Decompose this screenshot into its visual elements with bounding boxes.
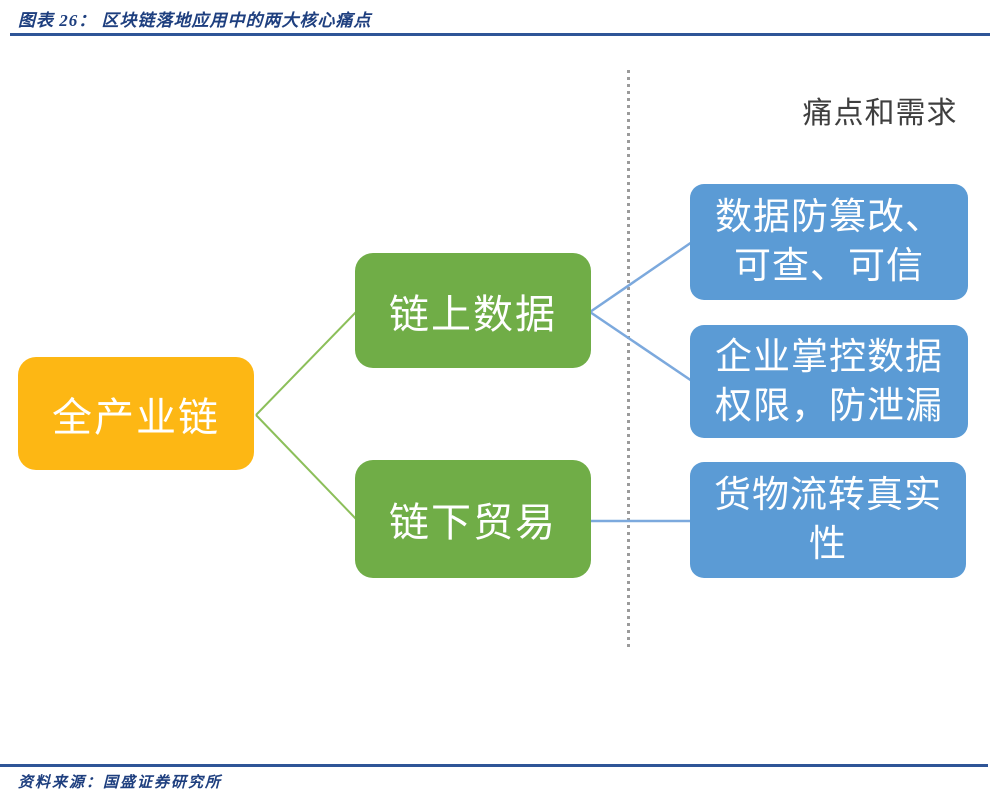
pain3-line1: 货物流转真实 [714, 474, 942, 516]
node-pain-goods-authenticity: 货物流转真实 性 [690, 462, 966, 578]
connector-onchain-to-pain1 [589, 240, 693, 314]
pain3-line2: 性 [809, 523, 847, 564]
node-onchain-data: 链上数据 [355, 253, 591, 368]
node-pain-tamperproof: 数据防篡改、 可查、可信 [690, 184, 968, 300]
pain1-line1: 数据防篡改、 [715, 196, 943, 238]
connector-root-to-offchain [255, 414, 358, 521]
source-note: 资料来源：国盛证券研究所 [18, 775, 223, 791]
node-full-industry-chain: 全产业链 [18, 357, 254, 470]
bottom-divider-rule [0, 764, 988, 767]
pain2-line2: 权限，防泄漏 [715, 384, 943, 426]
top-divider-rule [10, 33, 990, 36]
node-pain-data-permission: 企业掌控数据 权限，防泄漏 [690, 325, 968, 438]
connector-root-to-onchain [255, 310, 358, 416]
dashed-vertical-divider [627, 70, 630, 650]
node-offchain-trade: 链下贸易 [355, 460, 591, 578]
figure-title: 图表 26： 区块链落地应用中的两大核心痛点 [18, 11, 372, 30]
pain1-line2: 可查、可信 [734, 245, 924, 286]
connector-onchain-to-pain2 [589, 310, 693, 383]
pain-points-column-label: 痛点和需求 [802, 97, 958, 130]
pain2-line1: 企业掌控数据 [715, 335, 943, 377]
